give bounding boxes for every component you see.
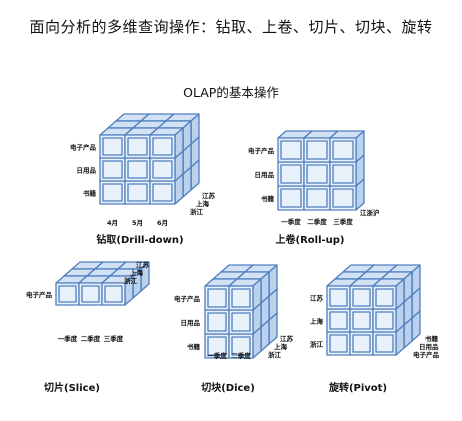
operation-caption: 旋转(Pivot) <box>328 381 387 394</box>
column-label: 5月 <box>132 219 143 227</box>
cube-cell-inner <box>127 137 148 156</box>
column-label: 4月 <box>107 219 118 227</box>
cube-cell-inner <box>102 183 123 202</box>
cube-cell-inner <box>375 311 394 330</box>
depth-label: 电子产品 <box>413 350 440 359</box>
cube-cell-inner <box>152 183 173 202</box>
cube-cell-inner <box>102 137 123 156</box>
cube-cell-inner <box>375 334 394 353</box>
cube-cell-inner <box>280 164 302 184</box>
row-label: 日用品 <box>255 170 275 179</box>
cube-cell-inner <box>329 334 348 353</box>
cube-drilldown <box>99 113 200 205</box>
depth-label: 江苏 <box>136 260 150 269</box>
cube-cell-inner <box>329 288 348 307</box>
cube-cell-inner <box>102 160 123 179</box>
row-label: 日用品 <box>181 318 201 327</box>
depth-label: 书籍 <box>425 334 439 343</box>
row-label: 书籍 <box>83 189 97 198</box>
cube-cell-inner <box>127 160 148 179</box>
column-label: 一季度 <box>58 334 78 343</box>
cube-cell-inner <box>231 336 251 356</box>
cube-cell-inner <box>332 164 354 184</box>
depth-label: 上海 <box>274 342 288 351</box>
column-label: 一季度 <box>207 351 227 360</box>
cube-cell-inner <box>207 312 227 332</box>
depth-label: 上海 <box>130 268 144 277</box>
cube-cell <box>228 278 262 311</box>
row-label: 上海 <box>310 317 324 326</box>
operation-caption: 钻取(Drill-down) <box>96 233 183 246</box>
cube-cell-inner <box>375 288 394 307</box>
cube-cell-inner <box>127 183 148 202</box>
depth-label: 江苏 <box>202 191 216 200</box>
row-label: 电子产品 <box>248 146 275 155</box>
cube-cell-inner <box>280 188 302 208</box>
row-label: 电子产品 <box>26 290 53 299</box>
diagram-subtitle: OLAP的基本操作 <box>183 85 279 100</box>
cube-cell-front <box>329 137 357 163</box>
cube-cell-inner <box>306 188 328 208</box>
cube-pivot <box>326 264 421 356</box>
cube-cell-inner <box>231 288 251 308</box>
cube-slice <box>55 261 150 306</box>
depth-label: 浙江 <box>190 207 204 216</box>
cube-cell <box>101 275 134 306</box>
cube-cell-front <box>149 134 176 159</box>
cube-cell-inner <box>352 288 371 307</box>
column-label: 二季度 <box>231 351 251 360</box>
column-label: 二季度 <box>81 334 101 343</box>
cube-cell-inner <box>332 140 354 160</box>
depth-label: 江浙沪 <box>360 208 380 217</box>
column-label: 三季度 <box>333 217 353 226</box>
depth-label: 日用品 <box>419 342 439 351</box>
depth-label: 江苏 <box>280 334 294 343</box>
cube-cell-inner <box>280 140 302 160</box>
cube-cell-inner <box>332 188 354 208</box>
column-label: 一季度 <box>281 217 301 226</box>
column-label: 二季度 <box>307 217 327 226</box>
cube-dice <box>204 264 278 359</box>
depth-label: 上海 <box>196 199 210 208</box>
page-heading: 面向分析的多维查询操作：钻取、上卷、切片、切块、旋转 <box>29 18 433 36</box>
row-label: 江苏 <box>310 294 324 303</box>
row-label: 浙江 <box>310 340 324 349</box>
row-label: 书籍 <box>187 342 201 351</box>
cube-cell-inner <box>306 140 328 160</box>
cube-cell-inner <box>329 311 348 330</box>
cube-cell-inner <box>352 334 371 353</box>
row-label: 书籍 <box>261 194 275 203</box>
cube-cell-front <box>228 285 254 311</box>
row-label: 电子产品 <box>70 143 97 152</box>
cube-cell-front <box>101 282 126 306</box>
cube-cell-inner <box>306 164 328 184</box>
cube-cell-inner <box>231 312 251 332</box>
cube-cell-inner <box>207 288 227 308</box>
cube-cell-inner <box>207 336 227 356</box>
operation-caption: 切片(Slice) <box>44 381 100 394</box>
cube-cell <box>329 130 365 163</box>
operation-caption: 上卷(Roll-up) <box>276 233 345 246</box>
operation-caption: 切块(Dice) <box>201 381 255 394</box>
cube-cell-inner <box>104 285 123 303</box>
cube-cell-inner <box>58 285 77 303</box>
cube-cell-inner <box>352 311 371 330</box>
cube-cell-inner <box>152 160 173 179</box>
column-label: 三季度 <box>104 334 124 343</box>
cube-cell <box>372 278 405 310</box>
depth-label: 浙江 <box>268 350 282 359</box>
cube-cell-inner <box>152 137 173 156</box>
cube-cell <box>149 127 184 159</box>
row-label: 电子产品 <box>174 294 201 303</box>
depth-label: 浙江 <box>124 276 138 285</box>
column-label: 6月 <box>157 219 168 227</box>
cube-rollup <box>277 130 365 211</box>
cube-cell-inner <box>81 285 100 303</box>
cube-cell-front <box>372 285 397 310</box>
row-label: 日用品 <box>77 166 97 175</box>
